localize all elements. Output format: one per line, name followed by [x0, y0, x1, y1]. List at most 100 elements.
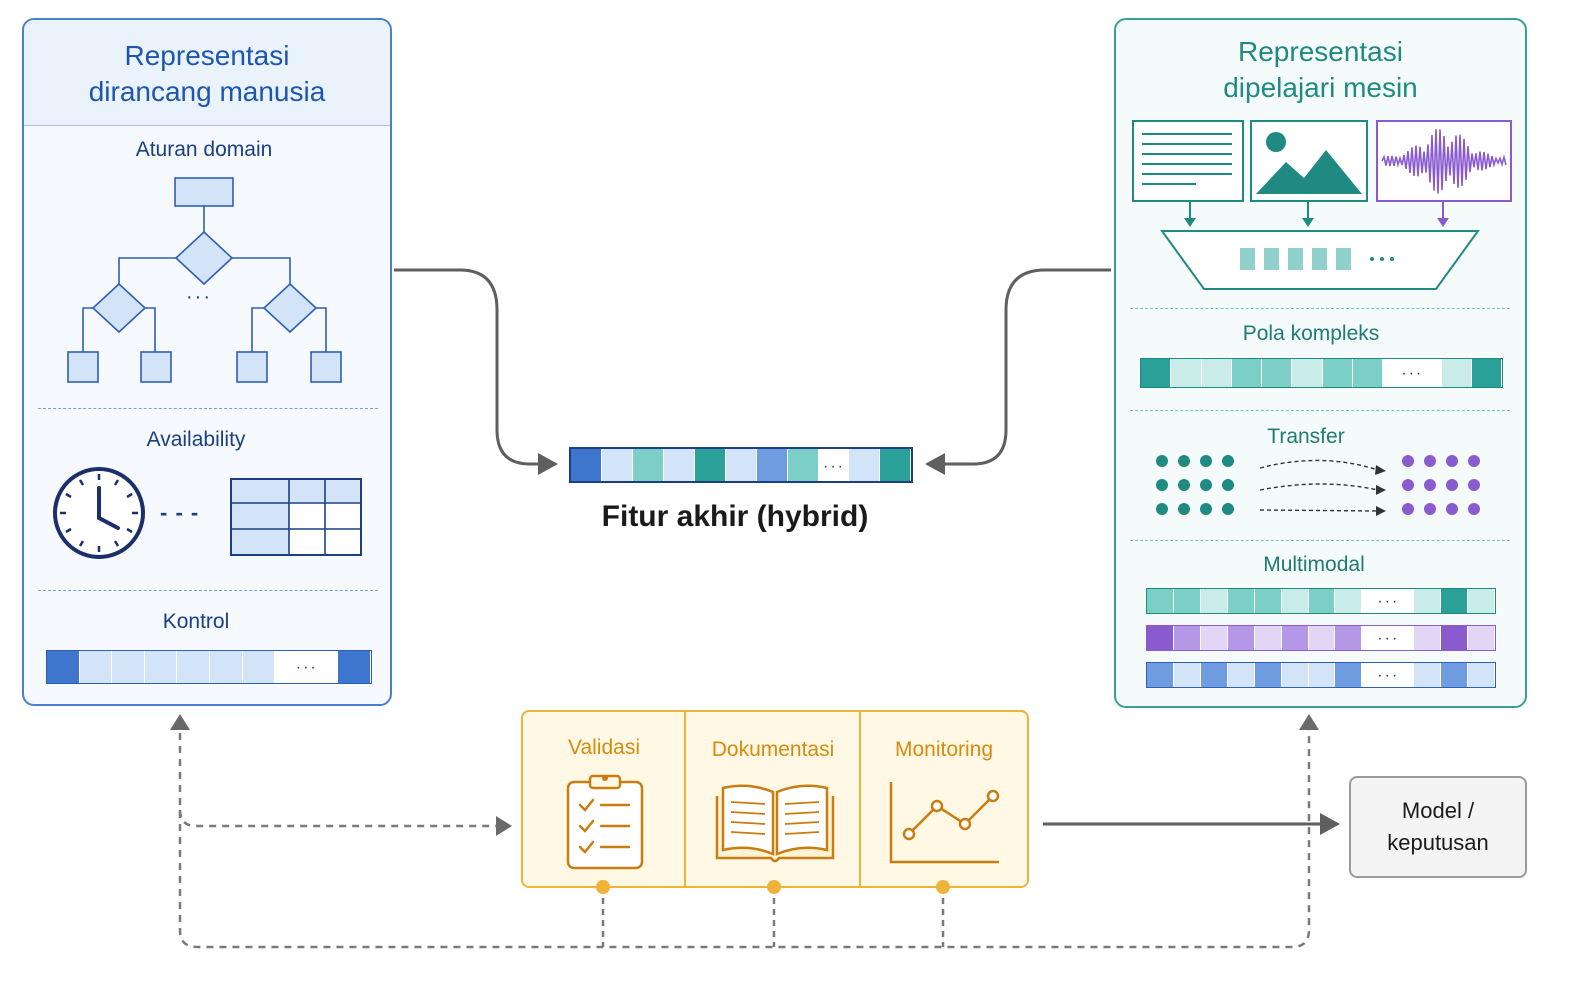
multimodal-strip-purple: ···	[1146, 625, 1496, 651]
strip-cell	[1441, 589, 1469, 613]
validation-node	[596, 880, 610, 894]
strip-ellipsis: ···	[275, 651, 339, 683]
strip-cell	[1414, 663, 1442, 687]
strip-cell	[695, 449, 726, 481]
strip-cell	[602, 449, 633, 481]
strip-cell	[1468, 589, 1495, 613]
strip-cell	[1173, 589, 1201, 613]
strip-cell	[79, 651, 113, 683]
divider-2	[38, 590, 378, 591]
strip-cell	[1173, 663, 1201, 687]
complex-patterns-strip: ···	[1140, 358, 1503, 388]
encoder-icon	[1160, 230, 1480, 290]
strip-ellipsis: ···	[1362, 663, 1415, 687]
strip-cell	[757, 449, 788, 481]
machine-learned-title-line2: dipelajari mesin	[1223, 72, 1418, 103]
strip-cell	[47, 651, 80, 683]
strip-cell	[1352, 359, 1383, 387]
decision-tree-ellipsis: ···	[186, 286, 212, 308]
strip-cell	[1308, 589, 1336, 613]
machine-learned-title-line1: Representasi	[1238, 36, 1403, 67]
strip-cell	[1227, 663, 1255, 687]
divider-4	[1130, 410, 1510, 411]
strip-cell	[1441, 626, 1469, 650]
feedback-to-governance-line	[178, 809, 496, 828]
multimodal-strip-teal: ···	[1146, 588, 1496, 614]
monitoring-chart-icon	[889, 782, 1000, 864]
feedback-arrow-right-up	[1299, 714, 1319, 730]
strip-cell	[1335, 626, 1363, 650]
human-designed-title-line2: dirancang manusia	[88, 76, 326, 107]
strip-cell	[849, 449, 880, 481]
audio-waveform-icon	[1376, 120, 1512, 202]
validation-label: Validasi	[568, 736, 640, 759]
divider-1	[38, 408, 378, 409]
section-title-domain-rules: Aturan domain	[135, 138, 273, 161]
hybrid-feature-label: Fitur akhir (hybrid)	[601, 500, 869, 533]
strip-cell	[338, 651, 371, 683]
strip-cell	[1262, 359, 1293, 387]
strip-ellipsis: ···	[1362, 626, 1415, 650]
strip-cell	[1227, 626, 1255, 650]
open-book-icon	[715, 784, 835, 863]
governance-divider-1	[684, 712, 686, 886]
section-title-control: Kontrol	[162, 610, 230, 633]
machine-learned-title: Representasi dipelajari mesin	[1116, 34, 1525, 106]
transfer-learning-icon	[1156, 455, 1480, 516]
strip-cell	[633, 449, 664, 481]
strip-cell	[1147, 626, 1174, 650]
monitoring-node	[936, 880, 950, 894]
strip-cell	[1201, 359, 1232, 387]
strip-cell	[1414, 589, 1442, 613]
multimodal-strip-blue: ···	[1146, 662, 1496, 688]
hybrid-feature-strip: ···	[569, 447, 913, 483]
strip-cell	[1308, 663, 1336, 687]
strip-cell	[1200, 589, 1228, 613]
human-designed-header: Representasi dirancang manusia	[24, 20, 390, 126]
governance-box: Validasi Dokumentasi Monitoring	[521, 710, 1029, 888]
model-decision-box: Model / keputusan	[1349, 776, 1527, 878]
strip-cell	[242, 651, 276, 683]
documentation-label: Dokumentasi	[711, 738, 835, 761]
decision-tree-icon	[67, 177, 342, 383]
strip-cell	[1281, 663, 1309, 687]
strip-cell	[112, 651, 145, 683]
monitoring-label: Monitoring	[894, 738, 994, 761]
strip-cell	[726, 449, 757, 481]
strip-cell	[1200, 663, 1228, 687]
strip-cell	[1281, 626, 1309, 650]
availability-dash: - - -	[160, 500, 200, 525]
image-icon	[1250, 120, 1368, 202]
strip-ellipsis: ···	[1362, 589, 1415, 613]
divider-3	[1130, 308, 1510, 309]
strip-cell	[1468, 663, 1495, 687]
divider-5	[1130, 540, 1510, 541]
strip-cell	[1173, 626, 1201, 650]
strip-cell	[1471, 359, 1502, 387]
machine-learned-panel: Representasi dipelajari mesin	[1114, 18, 1527, 708]
strip-cell	[788, 449, 819, 481]
strip-cell	[1200, 626, 1228, 650]
strip-cell	[1254, 663, 1282, 687]
strip-cell	[1254, 626, 1282, 650]
availability-table-icon	[230, 478, 362, 556]
feedback-loop-line	[178, 720, 1311, 949]
strip-cell	[177, 651, 210, 683]
strip-cell	[1308, 626, 1336, 650]
human-designed-title-line1: Representasi	[124, 40, 290, 71]
strip-cell	[1231, 359, 1262, 387]
documentation-node	[767, 880, 781, 894]
strip-cell	[1414, 626, 1442, 650]
strip-cell	[1441, 663, 1469, 687]
section-title-transfer: Transfer	[1267, 425, 1345, 448]
clipboard-checklist-icon	[566, 774, 644, 870]
strip-cell	[209, 651, 243, 683]
governance-divider-2	[859, 712, 861, 886]
connector-left-to-hybrid	[394, 268, 558, 475]
feedback-arrow-governance	[496, 816, 512, 836]
section-title-multimodal: Multimodal	[1263, 553, 1365, 576]
strip-ellipsis: ···	[1383, 359, 1442, 387]
strip-cell	[880, 449, 911, 481]
strip-cell	[1147, 589, 1174, 613]
section-title-complex-patterns: Pola kompleks	[1242, 322, 1380, 345]
